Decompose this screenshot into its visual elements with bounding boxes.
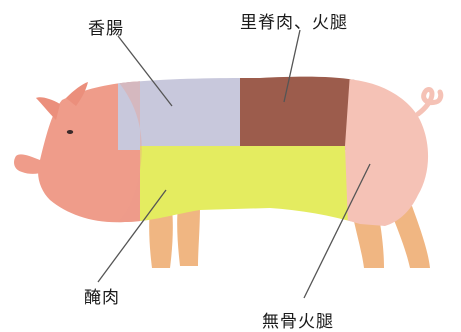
label-loin-ham: 里脊肉、火腿 (240, 8, 348, 33)
label-boneless-ham: 無骨火腿 (262, 307, 334, 332)
snout (14, 154, 44, 174)
ham-region (345, 0, 461, 331)
eye (67, 130, 73, 134)
label-sausage: 香腸 (88, 14, 124, 39)
front-right-leg (177, 206, 200, 266)
tail (418, 90, 441, 115)
shoulder-region (118, 0, 248, 150)
label-cured-meat: 醃肉 (84, 283, 120, 308)
ear (36, 97, 60, 120)
